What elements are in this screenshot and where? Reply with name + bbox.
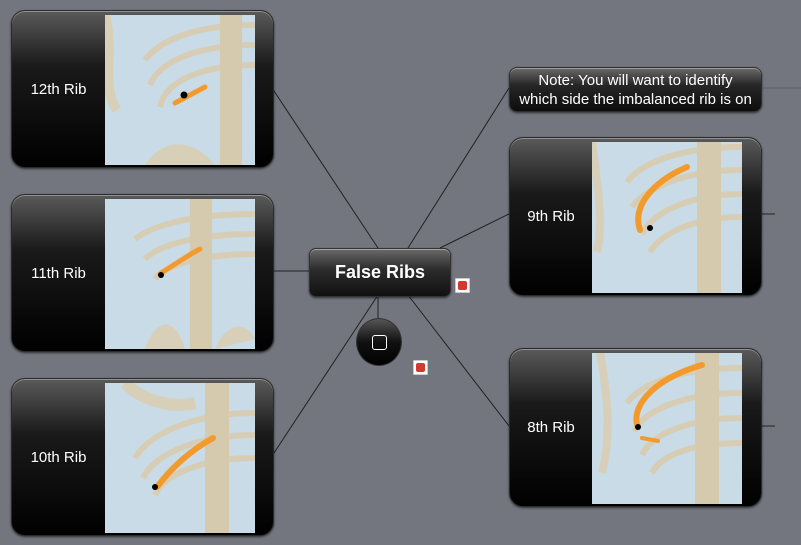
connector-9th-rib <box>439 213 510 249</box>
connector-note <box>407 87 510 249</box>
node-label: 9th Rib <box>527 208 575 225</box>
node-8th-rib[interactable]: 8th Rib <box>509 348 762 507</box>
central-topic[interactable]: False Ribs <box>309 248 451 297</box>
pdf-attachment-icon[interactable] <box>413 360 428 375</box>
note-topic[interactable]: Note: You will want to identify which si… <box>509 67 762 112</box>
connector-12th-rib <box>271 87 379 249</box>
connector-8th-rib <box>407 294 510 427</box>
square-icon <box>371 334 387 350</box>
rib-image <box>105 15 255 165</box>
node-9th-rib[interactable]: 9th Rib <box>509 137 762 296</box>
node-label: 10th Rib <box>30 448 87 466</box>
note-line-2: which side the imbalanced rib is on <box>519 90 752 108</box>
rib-image <box>592 142 742 293</box>
node-11th-rib[interactable]: 11th Rib <box>11 194 274 352</box>
node-12th-rib[interactable]: 12th Rib <box>11 10 274 168</box>
node-label: 12th Rib <box>30 80 87 98</box>
rib-image <box>105 383 255 533</box>
node-label: 8th Rib <box>527 419 575 436</box>
connector-10th-rib <box>271 294 379 457</box>
node-10th-rib[interactable]: 10th Rib <box>11 378 274 536</box>
rib-image <box>592 353 742 504</box>
note-line-1: Note: You will want to identify <box>538 71 733 89</box>
pdf-attachment-icon[interactable] <box>455 278 470 293</box>
node-label: 11th Rib <box>31 264 86 282</box>
rib-image <box>105 199 255 349</box>
floating-topic[interactable] <box>356 318 402 366</box>
